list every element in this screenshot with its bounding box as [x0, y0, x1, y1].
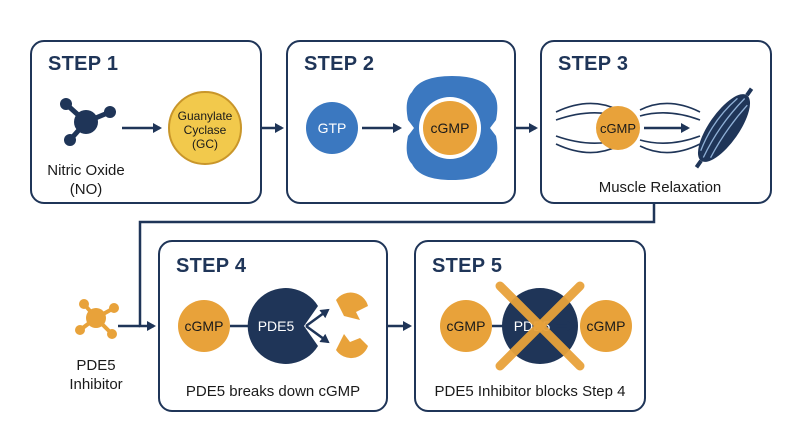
split-arrows	[305, 308, 330, 344]
enzyme-label-line1: Guanylate	[178, 109, 233, 123]
cgmp-step5-circle	[440, 300, 492, 352]
step-4-title: STEP 4	[176, 255, 247, 277]
muscle-icon	[694, 87, 754, 169]
step-5-title: STEP 5	[432, 255, 503, 277]
cgmp-step4-circle	[178, 300, 230, 352]
inhibitor-molecule-icon	[75, 299, 119, 339]
gtp-label: GTP	[318, 120, 347, 136]
cgmp-fragment-bottom	[336, 334, 368, 359]
nitric-oxide-label: Nitric Oxide (NO)	[47, 162, 125, 198]
cgmp-preserved-label: cGMP	[587, 318, 626, 334]
cgmp-product-circle	[423, 101, 477, 155]
step-2-title: STEP 2	[304, 53, 375, 75]
cgmp-preserved-circle	[580, 300, 632, 352]
molecule-icon	[60, 98, 116, 146]
step-3-title: STEP 3	[558, 53, 629, 75]
inhibitor-label: PDE5 Inhibitor	[69, 357, 123, 393]
cgmp-step3-circle	[596, 106, 640, 150]
cgmp-step5-label: cGMP	[447, 318, 486, 334]
blocked-x-icon	[495, 281, 585, 371]
gtp-circle	[306, 102, 358, 154]
pde5-enzyme-step4	[247, 287, 318, 365]
cgmp-product-label: cGMP	[431, 120, 470, 136]
step-4-caption: PDE5 breaks down cGMP	[185, 383, 361, 400]
pde5-step4-label: PDE5	[258, 318, 295, 334]
connector-step3-to-step4	[138, 204, 656, 331]
step-5-caption: PDE5 Inhibitor blocks Step 4	[434, 383, 626, 400]
muscle-relaxation-caption: Muscle Relaxation	[598, 179, 722, 196]
step-1-title: STEP 1	[48, 53, 119, 75]
enzyme-label-line3: (GC)	[192, 137, 218, 151]
cgmp-step4-label: cGMP	[185, 318, 224, 334]
guanylate-cyclase-circle	[168, 91, 242, 165]
cgmp-fragment-top	[336, 292, 368, 320]
cgmp-step3-label: cGMP	[600, 121, 636, 136]
enzyme-label-line2: Cyclase	[184, 123, 227, 137]
